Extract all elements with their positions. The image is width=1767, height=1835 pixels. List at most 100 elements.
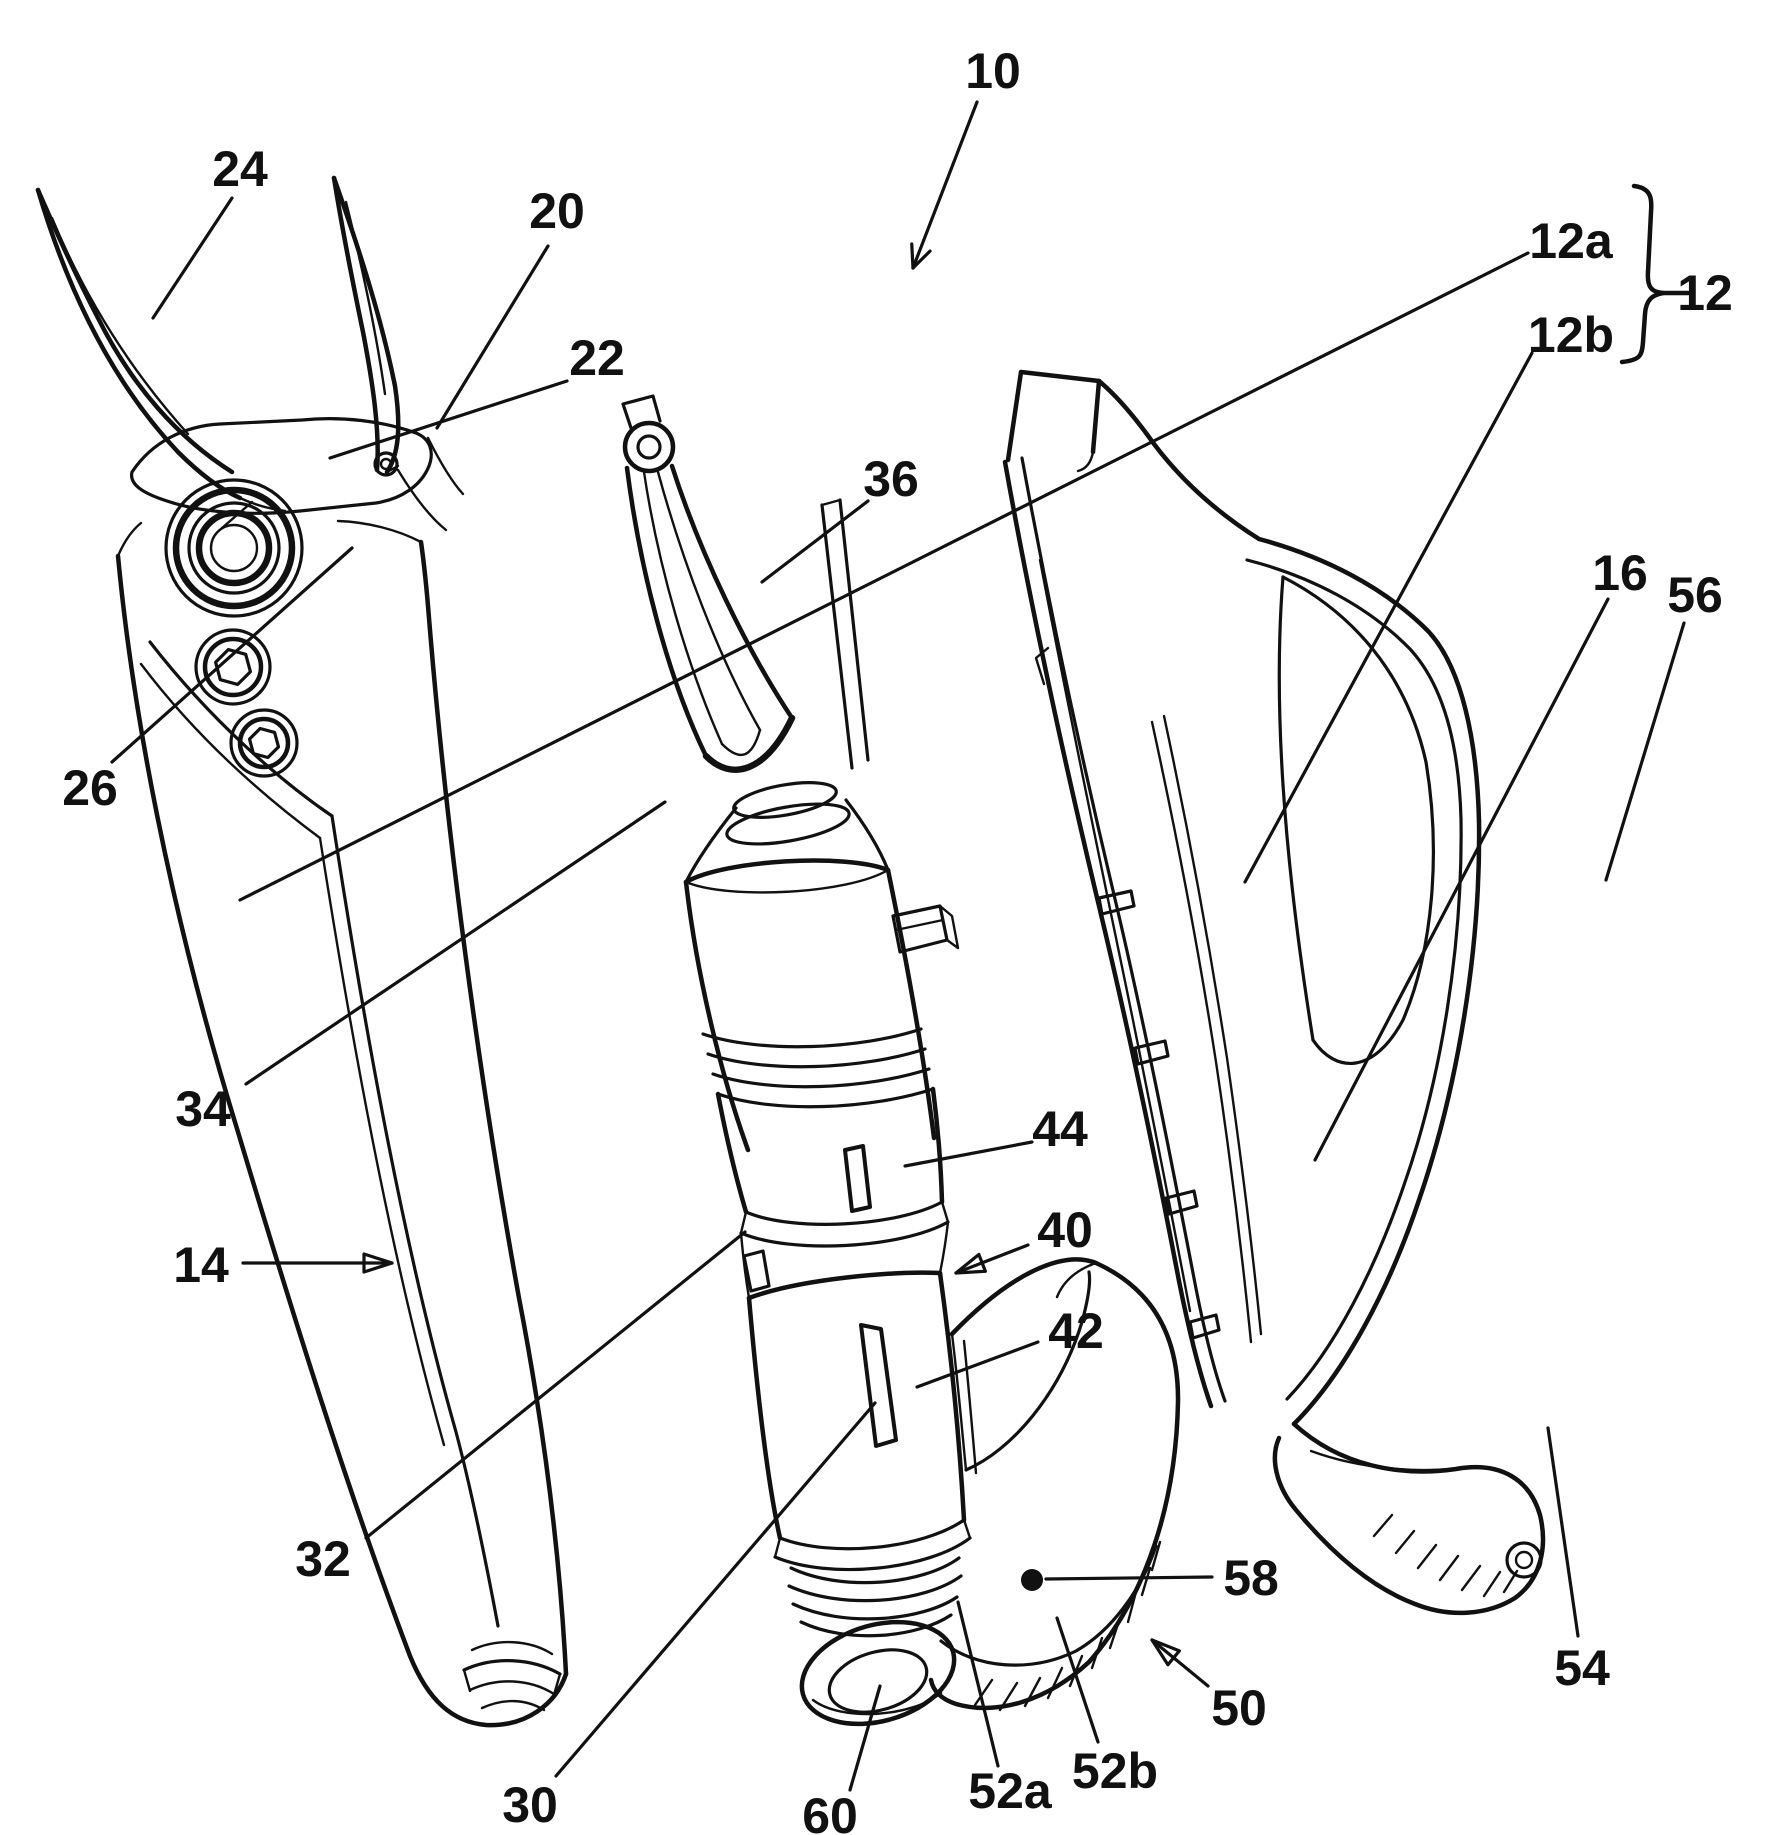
open-arrowhead-10: [910, 242, 915, 270]
leader-line-16: [1313, 597, 1610, 1162]
ref-label-30: 30: [502, 1777, 558, 1833]
leader-line-36: [760, 499, 870, 584]
left-housing-shell-14-stroke: [139, 662, 322, 840]
ref-label-12b: 12b: [1528, 307, 1614, 363]
knurl-hatching-52b: [973, 1540, 1162, 1712]
ref-label-32: 32: [295, 1531, 351, 1587]
rod-end-clevis-36-stroke: [622, 420, 676, 474]
leader-line-52a: [956, 1600, 1000, 1768]
rod-end-clevis-36-stroke: [820, 498, 842, 507]
shell-screw-boss-stroke: [462, 1659, 562, 1676]
actuator-assembly-30-stroke: [725, 802, 851, 846]
ref-label-26: 26: [62, 760, 118, 816]
shell-screw-boss-stroke: [480, 1699, 546, 1712]
rod-end-clevis-36-stroke: [720, 728, 762, 756]
left-housing-shell-14: [115, 519, 569, 1728]
leader-line-58: [1044, 1575, 1214, 1581]
leader-line-56: [1604, 621, 1686, 882]
leader-line-50: [1150, 1638, 1210, 1688]
cylinder-barrel-34-stroke: [894, 904, 960, 950]
ref-label-42: 42: [1048, 1303, 1104, 1359]
set-screw-58: [1021, 1569, 1043, 1591]
slotted-ring-44: [715, 1086, 950, 1293]
thread-band-stroke: [706, 1047, 927, 1069]
ref-label-10: 10: [965, 43, 1021, 99]
cylinder-barrel-34: [683, 858, 960, 1153]
ref-label-12: 12: [1677, 265, 1733, 321]
thread-band-stroke: [701, 1027, 923, 1049]
hook-flange-50-stroke: [962, 1339, 978, 1475]
ref-label-24: 24: [212, 141, 268, 197]
shell-parting-edge-stroke: [1038, 558, 1192, 1313]
ref-label-12a: 12a: [1529, 213, 1614, 269]
hook-flange-50-stroke: [964, 1270, 1092, 1472]
slotted-ring-44-stroke: [739, 1220, 950, 1248]
threaded-end-cap-60-stroke: [799, 1619, 957, 1727]
slotted-ring-44-stroke: [715, 1091, 749, 1215]
lower-cylinder-40: [739, 1220, 972, 1572]
left-housing-shell-14-stroke: [115, 553, 569, 1728]
threaded-end-cap-60: [787, 1556, 963, 1727]
slotted-ring-44-stroke: [744, 1200, 944, 1226]
leader-line-30: [554, 1401, 877, 1778]
shell-parting-edge: [1002, 456, 1227, 1409]
leader-line-20: [435, 244, 550, 430]
handle-loop-opening-16-stroke: [1277, 575, 1315, 1042]
ref-label-22: 22: [569, 330, 625, 386]
lower-cylinder-40-stroke: [778, 1518, 966, 1551]
threaded-end-cap-60-stroke: [827, 1648, 929, 1714]
rod-end-clevis-36-stroke: [636, 434, 662, 460]
counter-blade-24-stroke: [35, 187, 243, 501]
ref-label-14: 14: [173, 1237, 229, 1293]
piston-slot-42: [859, 1323, 898, 1448]
actuator-assembly-30-stroke: [684, 806, 738, 884]
linkage-plate-22-stroke: [130, 417, 433, 515]
pivot-boss-26-stroke: [172, 486, 296, 610]
pivot-boss-26: [164, 478, 304, 618]
leader-line-44: [903, 1140, 1034, 1168]
hook-flange-50-stroke: [950, 1332, 968, 1472]
rod-end-clevis-36-stroke: [838, 498, 870, 762]
hook-flange-50: [928, 1257, 1181, 1712]
left-housing-shell-14-stroke: [418, 539, 569, 1677]
pivot-boss-26-stroke: [209, 523, 259, 573]
rod-end-clevis-36-stroke: [702, 714, 796, 773]
threaded-end-cap-60-stroke: [787, 1574, 963, 1603]
cylinder-barrel-34-stroke: [683, 879, 751, 1153]
lower-cylinder-40-stroke: [773, 1518, 972, 1559]
blade-head-assembly: [35, 175, 465, 778]
leader-line-32: [364, 1230, 747, 1540]
right-housing-shell-12b-stroke: [1245, 558, 1463, 1401]
counter-blade-24-stroke: [50, 216, 190, 436]
leader-line-60: [848, 1684, 882, 1792]
arrowhead-14: [362, 1252, 394, 1274]
threaded-end-cap-60-stroke: [811, 1691, 943, 1716]
right-housing-shell-12b-stroke: [1162, 714, 1263, 1336]
shell-parting-edge-stroke: [1164, 1189, 1199, 1216]
rod-end-clevis-36-stroke: [642, 470, 724, 746]
pivot-boss-26-stroke: [164, 478, 304, 618]
right-housing-shell-12b-stroke: [1096, 378, 1262, 542]
right-housing-shell-12b-stroke: [1150, 720, 1253, 1344]
leader-line-12a: [238, 251, 1530, 902]
cutting-blade-20-stroke: [344, 200, 387, 396]
leader-line-34: [244, 800, 667, 1086]
shell-parting-edge-stroke: [1034, 646, 1050, 686]
linkage-plate-22-stroke: [379, 457, 393, 471]
linkage-plate-22-stroke: [396, 468, 448, 532]
ref-label-34: 34: [175, 1081, 231, 1137]
linkage-plate-22-stroke: [373, 451, 399, 477]
shell-screw-boss-stroke: [468, 1680, 556, 1696]
rod-end-clevis-36-stroke: [820, 503, 854, 770]
left-housing-shell-14-stroke: [148, 640, 334, 818]
right-housing-shell-12b-stroke: [1291, 818, 1482, 1427]
counter-blade-24-stroke: [35, 187, 235, 475]
threaded-end-cap-60-stroke: [799, 1613, 953, 1638]
counter-blade-24-stroke: [44, 204, 102, 324]
lower-cylinder-40-stroke: [746, 1270, 943, 1301]
ref-label-20: 20: [529, 183, 585, 239]
shell-parting-edge-stroke: [1133, 1039, 1170, 1066]
ref-label-52b: 52b: [1072, 1743, 1158, 1799]
cutting-blade-20: [331, 175, 401, 475]
